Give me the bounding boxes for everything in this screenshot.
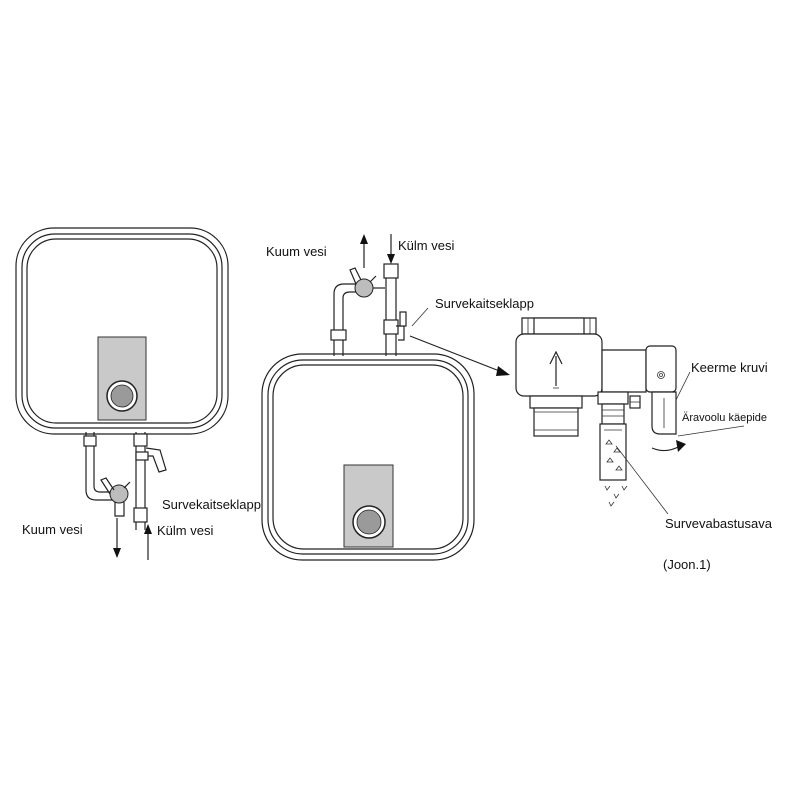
figure-reference: (Joon.1)	[663, 557, 711, 572]
detail-pointer-arrow	[409, 335, 510, 376]
middle-cold-arrow	[387, 234, 395, 264]
middle-hot-water-label: Kuum vesi	[266, 244, 327, 259]
flow-arrow-icon	[549, 350, 563, 389]
left-hot-arrow	[113, 518, 121, 558]
middle-safety-valve	[396, 311, 407, 341]
middle-hot-arrow	[360, 234, 368, 268]
middle-pipes	[330, 263, 407, 356]
left-water-heater	[15, 227, 229, 435]
drain-handle-label: Äravoolu käepide	[682, 412, 768, 424]
left-cold-arrow	[144, 524, 152, 560]
left-cold-water-label: Külm vesi	[157, 523, 214, 538]
left-pipes	[83, 432, 167, 530]
left-cold-valve	[135, 447, 167, 473]
thread-screw-label: Keerme kruvi	[691, 360, 768, 375]
water-drops	[604, 439, 628, 507]
rotation-arrow-icon	[651, 440, 686, 452]
drain-hose	[599, 423, 627, 481]
relief-hole-label: Survevabastusava	[665, 516, 772, 531]
safety-valve-detail	[515, 317, 686, 507]
middle-cold-water-label: Külm vesi	[398, 238, 455, 253]
drain-handle	[651, 391, 677, 435]
middle-hot-valve	[349, 267, 385, 298]
thread-screw	[629, 395, 641, 409]
left-hot-valve	[100, 477, 131, 517]
left-hot-water-label: Kuum vesi	[22, 522, 83, 537]
left-safety-valve-label: Survekaitseklapp	[162, 497, 261, 512]
middle-safety-valve-label: Survekaitseklapp	[435, 296, 534, 311]
middle-water-heater	[261, 353, 475, 561]
